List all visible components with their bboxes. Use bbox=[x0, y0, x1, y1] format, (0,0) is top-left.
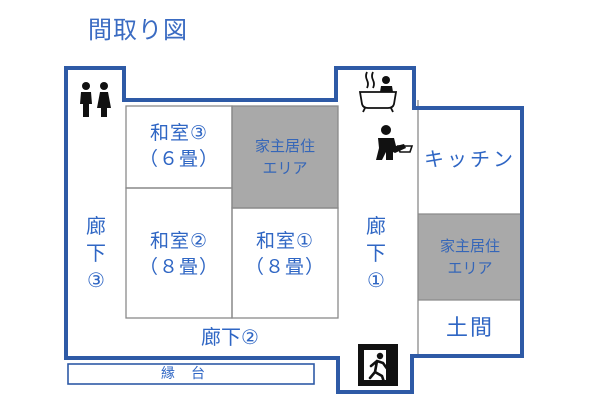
hallway-2-label: 廊下② bbox=[201, 324, 259, 349]
outer-wall bbox=[64, 66, 524, 394]
owner-area-top-fill bbox=[232, 106, 338, 208]
washbasin-icon bbox=[376, 125, 414, 160]
owner-area-right-label: 家主居住 エリア bbox=[439, 237, 500, 277]
interior-partitions bbox=[125, 100, 522, 356]
room-washitsu-1-label: 和室① （８畳） bbox=[244, 230, 325, 278]
emergency-exit-icon bbox=[358, 344, 398, 386]
room-washitsu-2-label: 和室② （８畳） bbox=[138, 230, 219, 278]
bath-icon bbox=[358, 71, 398, 113]
owner-area-top-label: 家主居住 エリア bbox=[254, 137, 315, 177]
page-title: 間取り図 bbox=[88, 16, 188, 44]
hallway-1-label: 廊 下 ① bbox=[366, 213, 386, 292]
engawa-box bbox=[67, 363, 315, 385]
doma-label: 土間 bbox=[445, 316, 494, 342]
kitchen-label: キッチン bbox=[424, 146, 516, 171]
owner-area-right-fill bbox=[418, 214, 522, 300]
hallway-3-label: 廊 下 ③ bbox=[86, 213, 106, 292]
room-washitsu-3-label: 和室③ （６畳） bbox=[138, 122, 219, 170]
engawa-label: 縁台 bbox=[161, 365, 221, 382]
restroom-icon bbox=[80, 82, 111, 117]
